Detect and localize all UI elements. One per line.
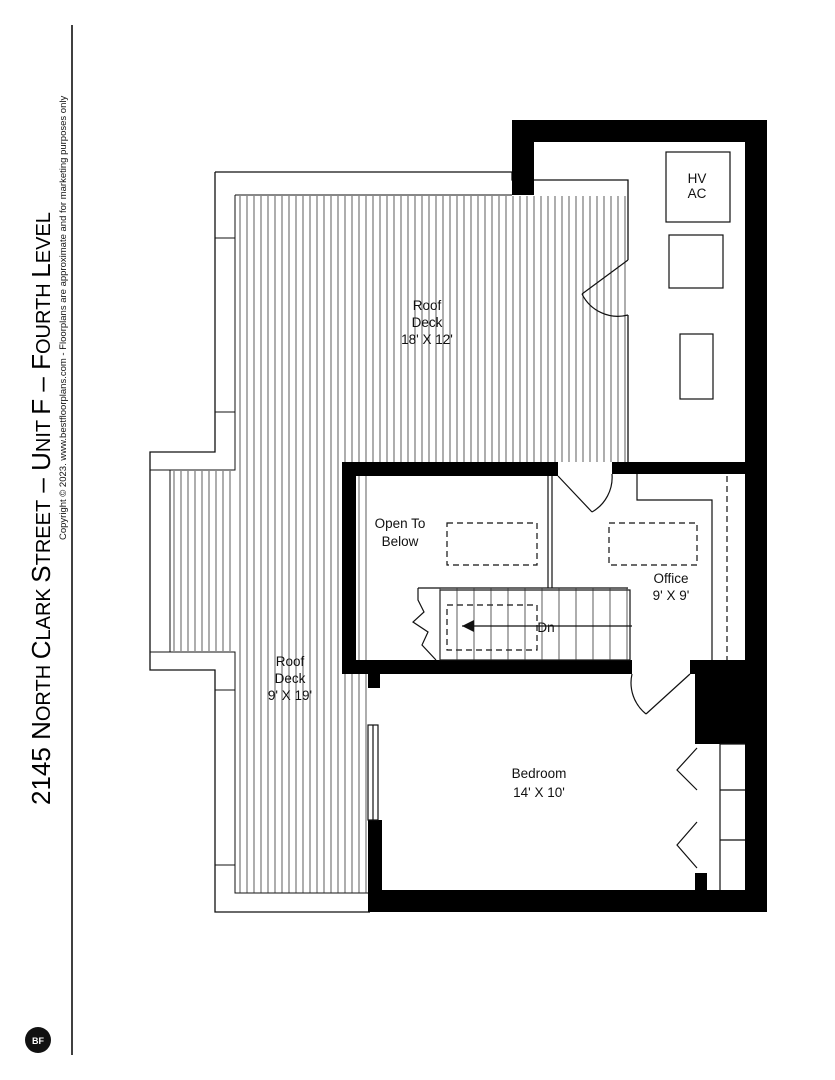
roof-deck-upper-dims: 18' X 12'	[401, 332, 453, 347]
title-part: L	[26, 263, 56, 277]
logo-icon: BF	[25, 1027, 51, 1053]
title-part: TREET	[33, 500, 55, 566]
stair-treads	[439, 588, 628, 660]
title-part: 2145 N	[26, 721, 56, 805]
walls	[342, 120, 767, 912]
stair-arrow-icon	[462, 620, 632, 632]
title-part: NIT	[33, 415, 55, 452]
bedroom-dims: 14' X 10'	[513, 785, 565, 800]
deck-hatch-upper	[239, 196, 626, 893]
open-to-below-label-1: Open To	[375, 516, 426, 531]
copyright-notice: Copyright © 2023. www.bestfloorplans.com…	[58, 96, 69, 540]
title-part: C	[26, 641, 56, 660]
bedroom-label: Bedroom	[512, 766, 567, 781]
hvac-label-line2: AC	[688, 186, 707, 201]
office-label: Office	[653, 571, 688, 586]
page-title: 2145 NORTH CLARK STREET – UNIT F – FOURT…	[26, 212, 56, 805]
roof-deck-area	[149, 171, 629, 913]
stairs-down-label: Dn	[537, 620, 554, 635]
title-part: ORTH	[33, 659, 55, 721]
title-part: F – F	[26, 354, 56, 415]
roof-deck-left-dims: 9' X 19'	[268, 688, 312, 703]
title-part: – U	[26, 452, 56, 500]
roof-deck-left-label-2: Deck	[275, 671, 306, 686]
logo-text: BF	[32, 1036, 44, 1046]
title-part: S	[26, 565, 56, 582]
office-dims: 9' X 9'	[653, 588, 690, 603]
title-part: OURTH	[33, 278, 55, 354]
roof-deck-left-label: Roof	[276, 654, 305, 669]
deck-hatch-left	[173, 471, 231, 651]
details	[367, 151, 745, 890]
roof-deck-upper-label: Roof	[413, 298, 442, 313]
title-part: EVEL	[33, 212, 55, 263]
open-to-below-label-2: Below	[382, 534, 419, 549]
title-part: LARK	[33, 583, 55, 641]
hvac-label-line1: HV	[688, 171, 707, 186]
roof-deck-upper-label-2: Deck	[412, 315, 443, 330]
